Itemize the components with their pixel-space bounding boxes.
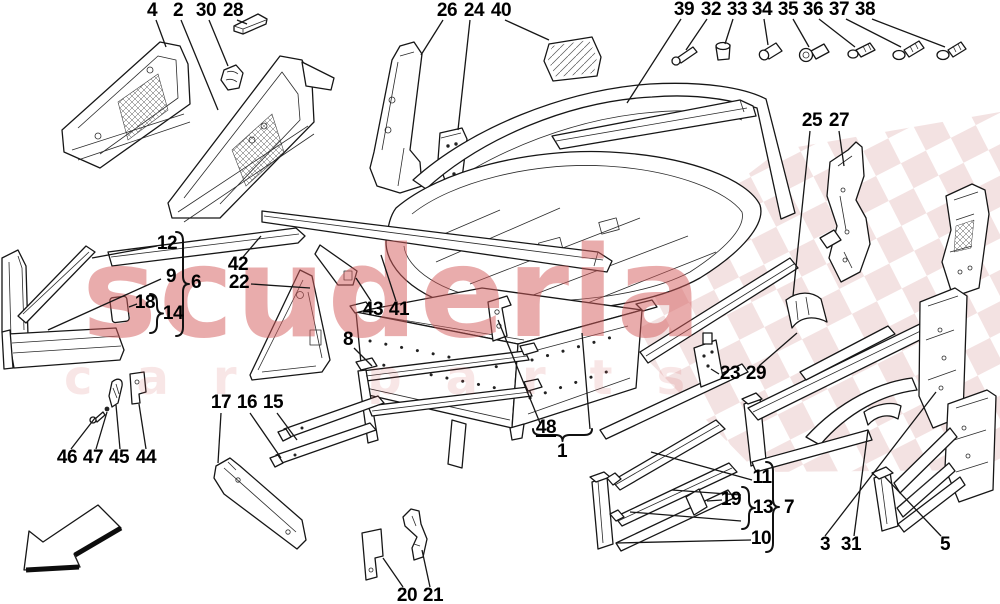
rivet-icon [715,41,731,61]
part-pillar-right-edge [941,183,990,298]
part-sill-panel-14 [1,327,125,370]
part-nut-47 [104,406,110,412]
part-wedge-30 [220,64,244,91]
part-strip-12 [17,245,96,324]
part-front-subframe-left-2 [167,55,335,223]
part-bracket-44 [129,371,147,405]
part-front-subframe-left-4 [61,41,191,169]
brand-sub-watermark: car parts [64,350,729,406]
part-bracket-20 [361,528,384,581]
part-pad-40 [543,36,602,82]
part-strip-16 [269,422,377,468]
part-beam-43 [314,244,358,286]
leader-lines [47,18,946,588]
part-beam-42 [107,227,306,267]
part-frame-right-5 [871,389,997,533]
part-panel-25 [785,292,828,329]
part-clip-23 [693,332,724,388]
screw-icon [936,41,967,61]
screw-icon [892,40,925,61]
part-bracket-21 [402,508,428,561]
bushing-icon [758,42,783,61]
front-direction-arrow-icon [23,504,123,573]
brand-watermark: scuderia [82,219,703,366]
part-panel-17 [213,457,307,550]
part-beam-group-7 [589,419,738,552]
part-strip-15 [277,395,385,442]
sleeve-icon [798,43,830,63]
part-pillar-26 [369,41,423,194]
part-beam-41 [261,210,613,273]
part-pillar-27 [819,141,871,283]
part-gusset-22 [249,269,331,381]
part-pad-18 [109,295,130,324]
stud-icon [847,42,876,59]
part-bracket-45 [108,378,123,408]
part-duct-28 [233,13,268,35]
pin-icon [671,46,698,66]
part-strip-31 [863,402,902,426]
